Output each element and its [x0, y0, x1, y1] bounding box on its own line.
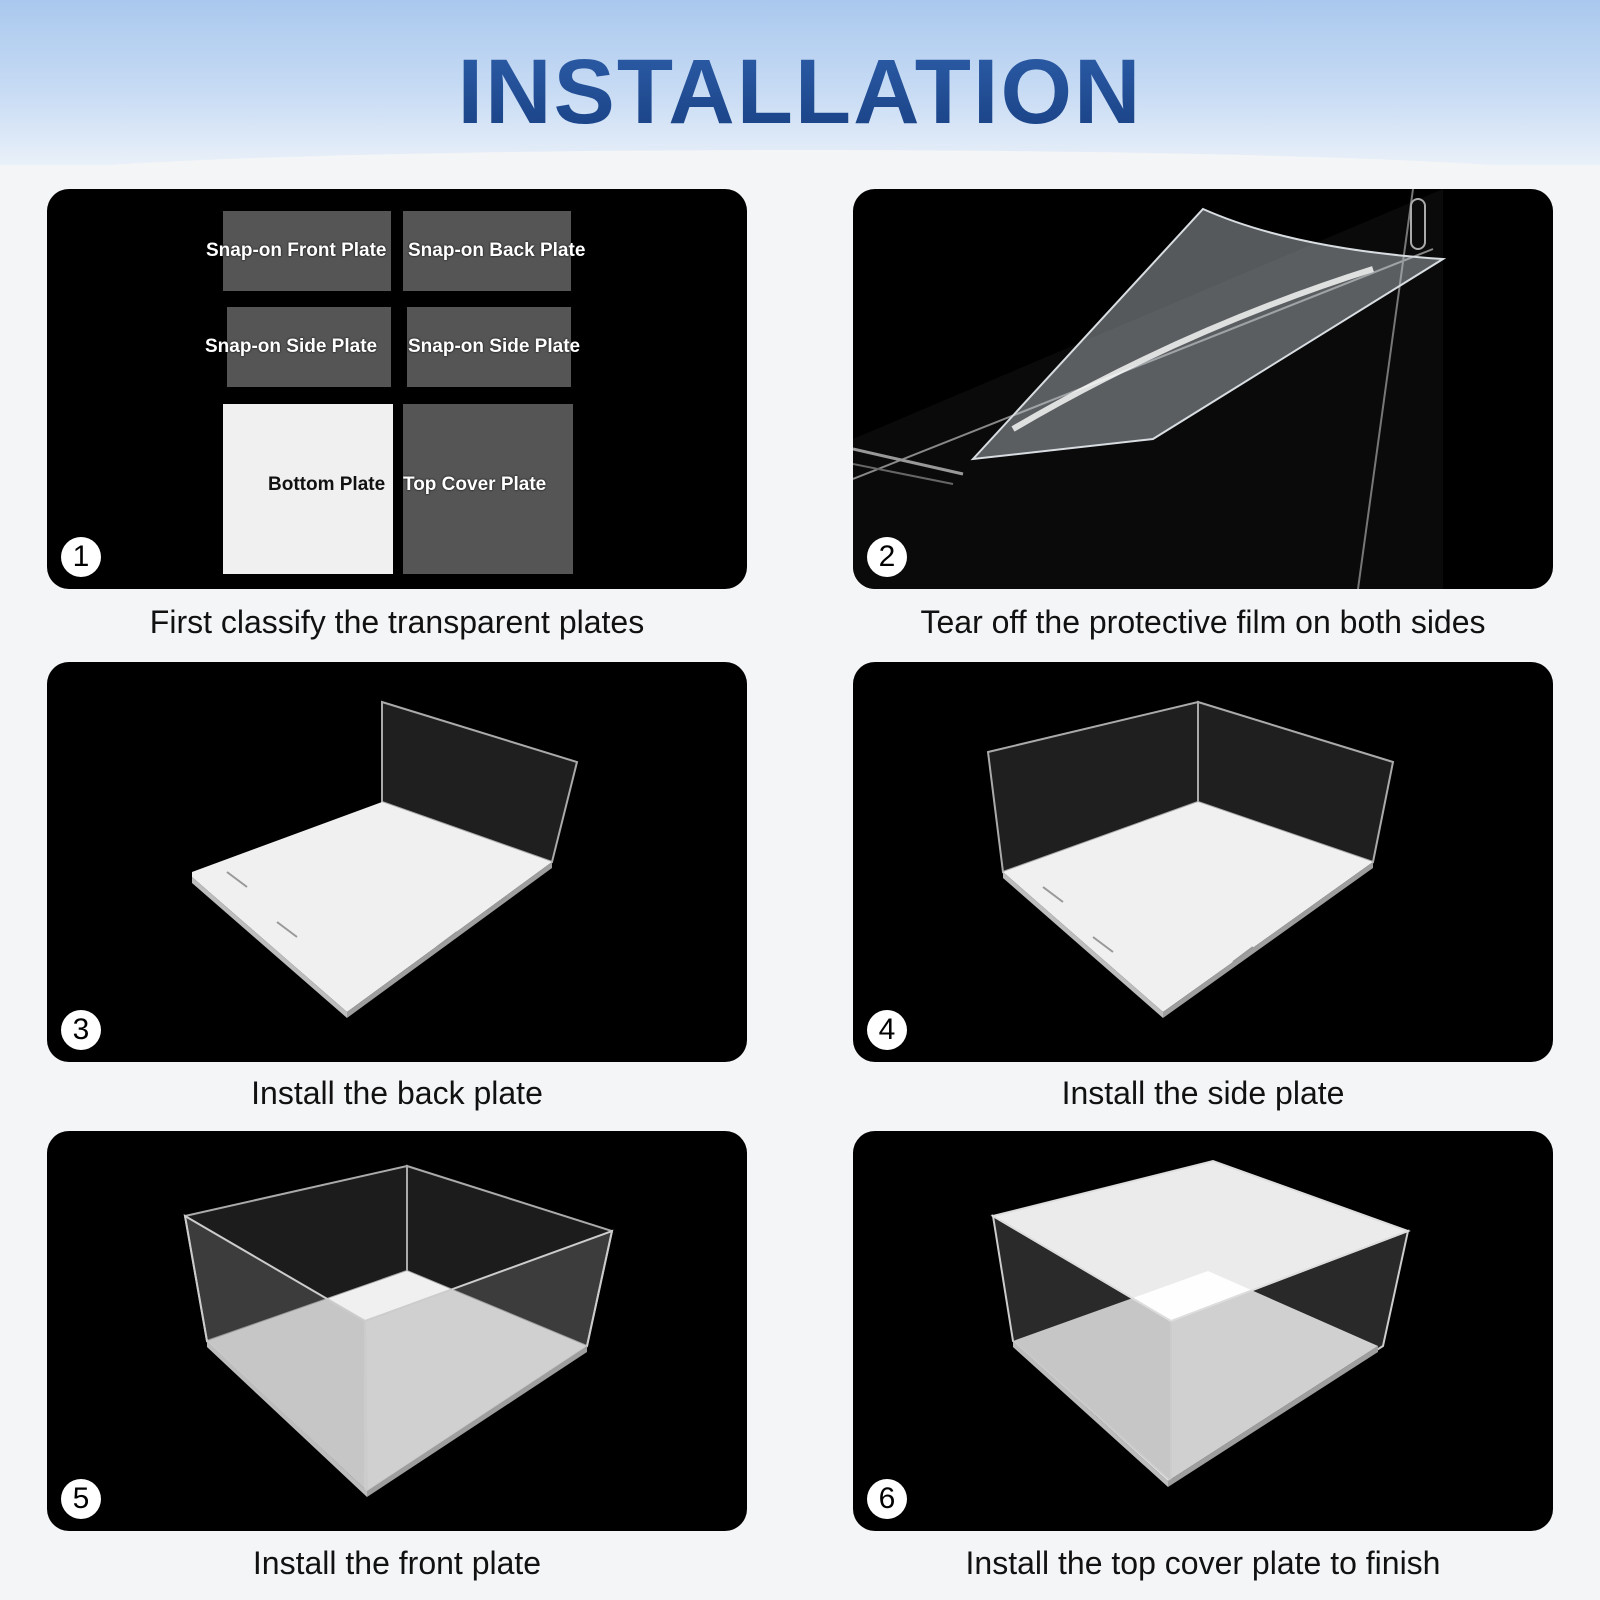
side-plate-left-graphic [227, 307, 391, 387]
step-3-panel: 3 [47, 662, 747, 1062]
top-plate-graphic [403, 404, 573, 574]
front-plate-graphic [223, 211, 391, 291]
film-peel-illustration [853, 189, 1447, 589]
step-1-badge: 1 [61, 537, 101, 577]
label-back-plate: Snap-on Back Plate [408, 240, 586, 261]
step-6-caption: Install the top cover plate to finish [965, 1545, 1441, 1581]
step-5-badge: 5 [61, 1479, 101, 1519]
back-plate-illustration [192, 700, 579, 1018]
front-plate-illustration [183, 1164, 614, 1497]
top-cover-illustration [990, 1159, 1411, 1487]
step-4-panel: 4 [853, 662, 1553, 1062]
step-2-badge: 2 [867, 537, 907, 577]
step-6-panel: 6 [853, 1131, 1553, 1531]
header-banner: INSTALLATION [0, 0, 1600, 165]
step-5-caption: Install the front plate [252, 1545, 542, 1581]
step-1-panel: Snap-on Front Plate Snap-on Back Plate S… [47, 189, 747, 589]
side-plate-illustration [986, 700, 1395, 1018]
step-5-panel: 5 [47, 1131, 747, 1531]
step-3-badge: 3 [61, 1010, 101, 1050]
label-top-plate: Top Cover Plate [403, 474, 547, 495]
label-side-plate-left: Snap-on Side Plate [205, 336, 378, 357]
back-plate-graphic [403, 211, 571, 291]
step-6-badge: 6 [867, 1479, 907, 1519]
label-front-plate: Snap-on Front Plate [206, 240, 387, 261]
page-title: INSTALLATION [0, 40, 1600, 145]
step-2-caption: Tear off the protective film on both sid… [920, 604, 1486, 640]
side-plate-right-graphic [407, 307, 571, 387]
label-bottom-plate: Bottom Plate [268, 474, 386, 495]
step-2-panel: 2 [853, 189, 1553, 589]
step-1-caption: First classify the transparent plates [149, 604, 645, 640]
bottom-plate-graphic [223, 404, 393, 574]
step-4-badge: 4 [867, 1010, 907, 1050]
label-side-plate-right: Snap-on Side Plate [408, 336, 581, 357]
step-4-caption: Install the side plate [1061, 1075, 1345, 1111]
step-3-caption: Install the back plate [251, 1075, 543, 1111]
